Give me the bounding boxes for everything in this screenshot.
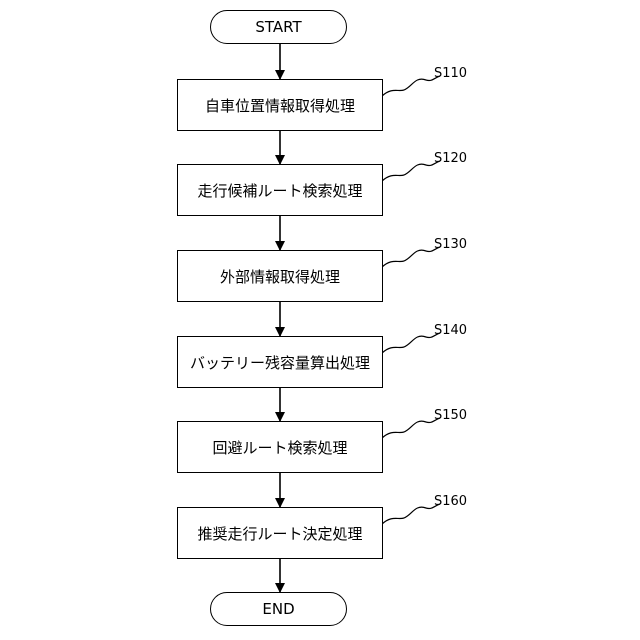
end-terminal: END — [210, 592, 347, 626]
step-s130-id: S130 — [434, 237, 467, 252]
step-s110-box: 自車位置情報取得処理 — [177, 79, 383, 131]
end-label: END — [262, 600, 294, 618]
step-s140-text: バッテリー残容量算出処理 — [190, 352, 370, 373]
leader-line-s160 — [382, 504, 440, 524]
step-s130-box: 外部情報取得処理 — [177, 250, 383, 302]
step-s120-box: 走行候補ルート検索処理 — [177, 164, 383, 216]
step-s110-id: S110 — [434, 66, 467, 81]
leader-line-s130 — [382, 247, 440, 267]
step-s130-text: 外部情報取得処理 — [220, 266, 340, 287]
step-s160-box: 推奨走行ルート決定処理 — [177, 507, 383, 559]
step-s120-id: S120 — [434, 151, 467, 166]
leader-line-s140 — [382, 333, 440, 353]
leader-line-s110 — [382, 76, 440, 96]
step-s150-box: 回避ルート検索処理 — [177, 421, 383, 473]
step-s150-id: S150 — [434, 408, 467, 423]
step-s110-text: 自車位置情報取得処理 — [205, 95, 355, 116]
step-s120-text: 走行候補ルート検索処理 — [197, 180, 362, 201]
leader-line-s120 — [382, 161, 440, 181]
leader-line-s150 — [382, 418, 440, 438]
step-s140-id: S140 — [434, 323, 467, 338]
start-terminal: START — [210, 10, 347, 44]
step-s160-id: S160 — [434, 494, 467, 509]
step-s140-box: バッテリー残容量算出処理 — [177, 336, 383, 388]
start-label: START — [255, 18, 301, 36]
step-s150-text: 回避ルート検索処理 — [212, 437, 347, 458]
step-s160-text: 推奨走行ルート決定処理 — [197, 523, 362, 544]
